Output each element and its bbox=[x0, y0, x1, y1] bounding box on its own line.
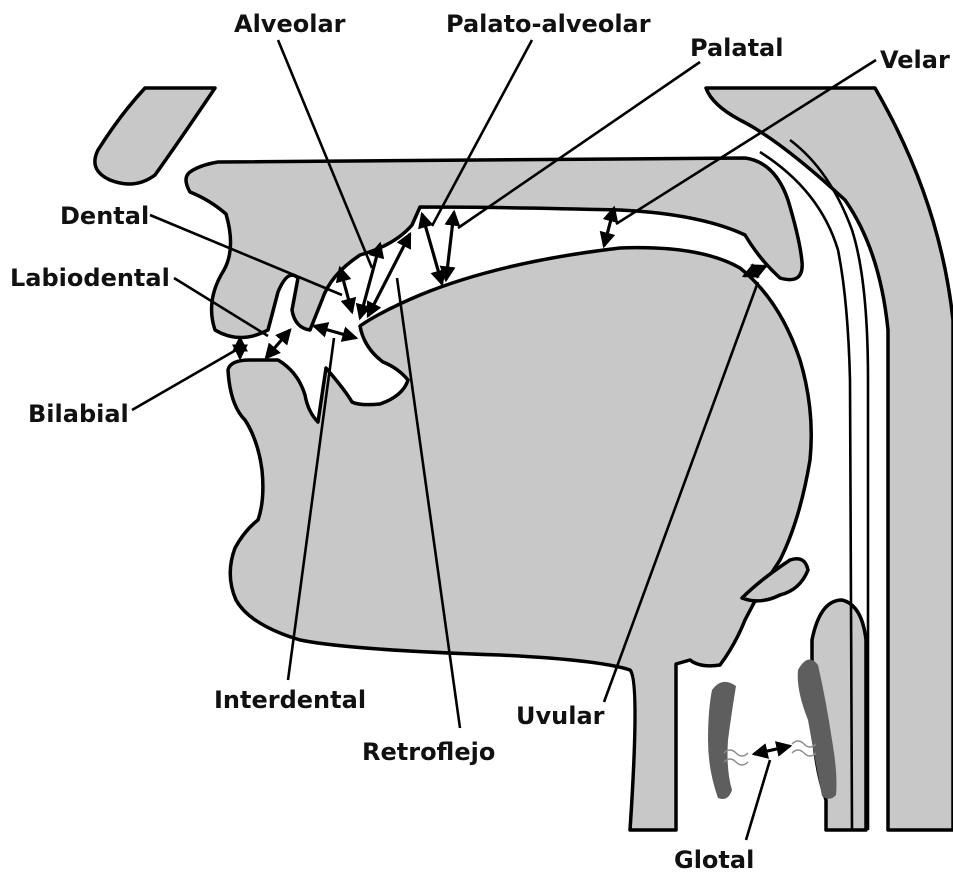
label-velar: Velar bbox=[880, 48, 950, 72]
label-alveolar: Alveolar bbox=[234, 12, 345, 36]
label-interdental: Interdental bbox=[214, 688, 366, 712]
label-uvular: Uvular bbox=[516, 704, 604, 728]
arrow-dental bbox=[340, 268, 352, 312]
leader-bilabial bbox=[132, 350, 236, 410]
airflow-wave-right-2 bbox=[792, 750, 816, 756]
label-glotal: Glotal bbox=[674, 848, 754, 872]
leader-glotal bbox=[746, 760, 770, 840]
label-palato-alveolar: Palato-alveolar bbox=[446, 12, 651, 36]
vocal-fold-left bbox=[708, 682, 736, 799]
label-bilabial: Bilabial bbox=[28, 402, 129, 426]
label-labiodental: Labiodental bbox=[10, 266, 170, 290]
arrow-velar bbox=[604, 208, 614, 246]
arrow-glotal bbox=[754, 746, 790, 754]
arrow-palatal bbox=[446, 212, 454, 280]
arrow-uvular bbox=[744, 266, 766, 276]
label-retroflejo: Retroflejo bbox=[362, 740, 495, 764]
arrow-labiodental bbox=[266, 330, 290, 358]
label-dental: Dental bbox=[60, 204, 149, 228]
arrow-interdental bbox=[314, 326, 356, 338]
airflow-wave-left bbox=[724, 750, 748, 756]
label-palatal: Palatal bbox=[690, 36, 783, 60]
